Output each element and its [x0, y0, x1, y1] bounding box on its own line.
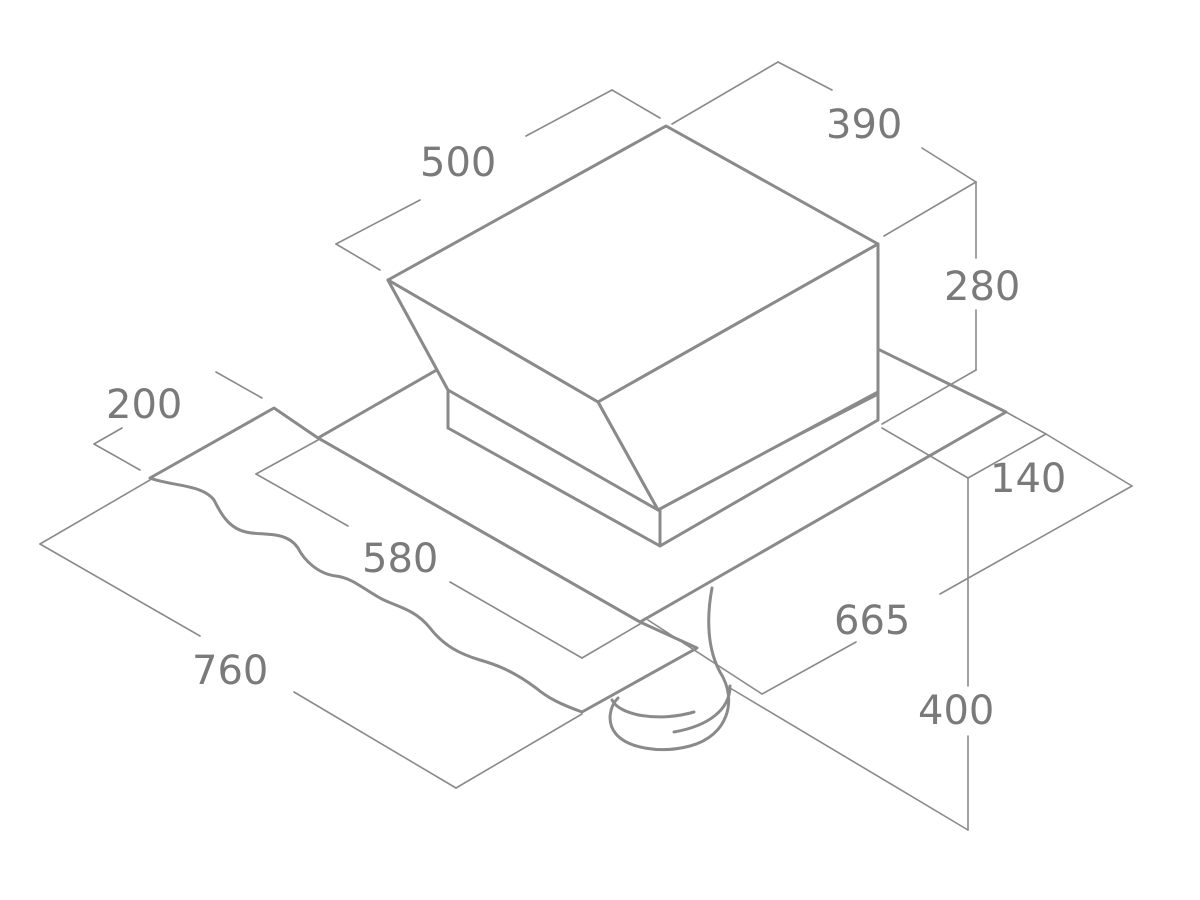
dim-140-line-a — [881, 427, 969, 479]
dim-140-label: 140 — [990, 456, 1066, 502]
dim-580-line-d — [581, 623, 641, 659]
cutout-strip — [148, 406, 699, 714]
dim-400-label: 400 — [918, 688, 994, 734]
dim-665-line-a — [647, 619, 763, 695]
dim-580-line-c — [449, 581, 583, 659]
dim-500-line-b — [525, 89, 613, 137]
dim-580-label: 580 — [362, 536, 438, 582]
dim-580-line-b — [255, 473, 349, 527]
dim-390-line-c — [921, 147, 977, 183]
dim-400-ext — [729, 687, 969, 831]
dim-200-line-c — [215, 371, 263, 399]
dim-390-line-a — [671, 61, 779, 125]
hood-front-face — [386, 278, 660, 512]
dim-760-line-b — [39, 543, 201, 637]
dim-500-label: 500 — [420, 140, 496, 186]
dim-500-ext-a — [335, 243, 381, 271]
dim-200-line-a — [93, 427, 123, 445]
duct-pipe-rim — [610, 698, 696, 719]
duct-pipe — [608, 586, 731, 752]
dim-280-label: 280 — [944, 264, 1020, 310]
dim-760-line-d — [455, 713, 583, 789]
dim-200-line-b — [93, 443, 141, 471]
dim-140-line-b — [967, 433, 1047, 479]
dim-500-ext-b — [611, 89, 661, 119]
dim-500-line-a — [335, 199, 421, 245]
dim-665-line-c — [939, 485, 1133, 595]
dim-200-label: 200 — [106, 382, 182, 428]
dim-390-ext — [883, 181, 977, 237]
dim-140-line-c — [1005, 411, 1047, 435]
duct-pipe-inner — [672, 684, 732, 734]
dim-390-line-b — [777, 61, 833, 91]
dim-665-line-b — [761, 641, 857, 695]
dim-760-label: 760 — [192, 648, 268, 694]
dim-760-line-a — [39, 479, 151, 545]
dim-665-label: 665 — [834, 598, 910, 644]
dim-580-line-a — [255, 439, 319, 475]
dim-280-ext — [881, 369, 977, 425]
dim-665-line-d — [1045, 433, 1133, 487]
dim-390-label: 390 — [826, 102, 902, 148]
dim-760-line-c — [293, 691, 457, 789]
